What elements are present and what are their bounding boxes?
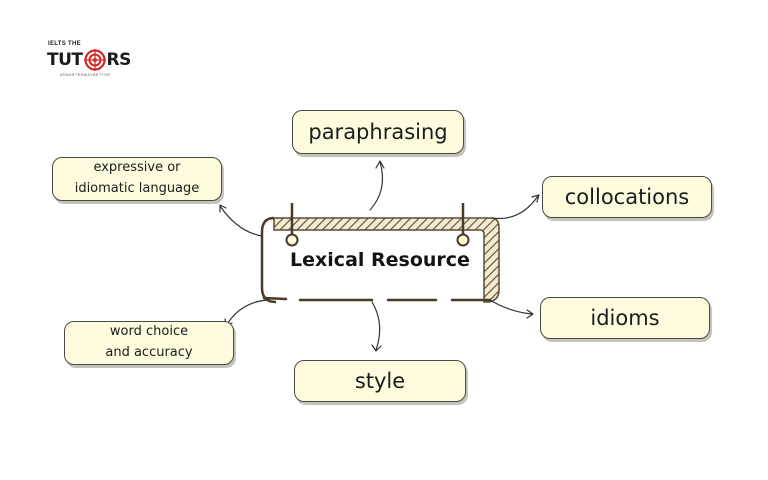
node-idioms-label: idioms [590, 306, 660, 330]
node-collocations: collocations [542, 176, 712, 218]
node-word-choice-line1: word choice [109, 324, 189, 340]
center-frame [260, 203, 500, 304]
node-idioms: idioms [540, 297, 710, 339]
arrow-to-collocations [491, 195, 539, 220]
node-style-label: style [354, 369, 406, 393]
logo-wordmark: TUT RS [47, 49, 131, 71]
node-paraphrasing-label: paraphrasing [308, 120, 448, 144]
arrow-to-style [371, 301, 381, 351]
node-paraphrasing: paraphrasing [292, 110, 464, 154]
logo-word-left: TUT [47, 50, 83, 70]
logo-tagline: #SMARTERWAYBETTER [60, 73, 111, 77]
arrow-to-word-choice [225, 299, 269, 327]
node-expressive-line2: idiomatic language [74, 181, 200, 196]
node-expressive-line1: expressive or [93, 160, 181, 176]
logo-word-right: RS [106, 50, 132, 70]
center-title: Lexical Resource [290, 249, 470, 271]
arrow-to-paraphrasing [369, 161, 383, 211]
target-icon [83, 49, 106, 71]
arrow-to-idioms [489, 299, 533, 315]
node-word-choice: word choice and accuracy [64, 321, 234, 365]
node-style: style [294, 360, 466, 402]
node-collocations-label: collocations [564, 185, 690, 209]
node-word-choice-line2: and accuracy [105, 345, 193, 360]
node-expressive-language: expressive or idiomatic language [52, 157, 222, 201]
brand-logo: IELTS THE TUT RS #SMARTERWAYBETTER [44, 40, 144, 82]
arrow-to-expressive [219, 205, 263, 237]
logo-top-text: IELTS THE [48, 41, 81, 47]
